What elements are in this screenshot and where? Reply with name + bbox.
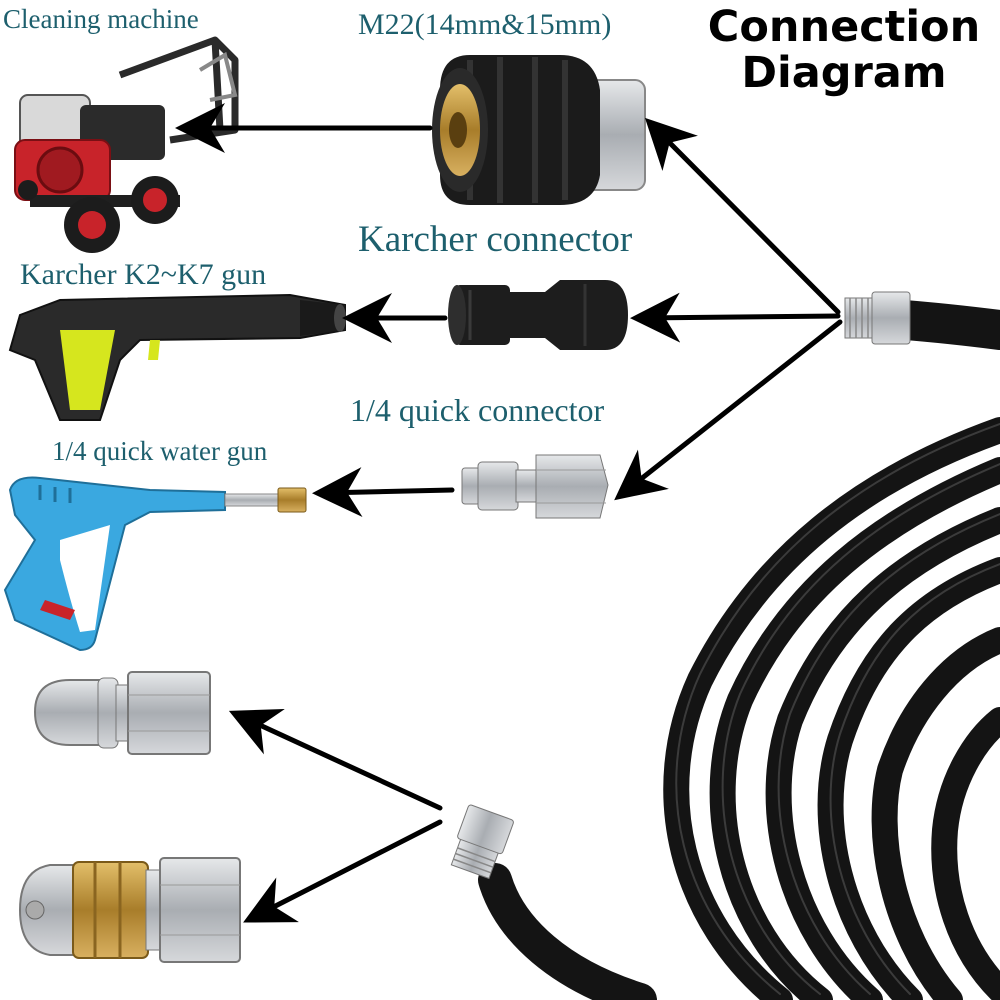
nozzle-rotating-image [33,671,211,755]
arrow-hose-to-karcher-connector [630,292,841,343]
arrow-hose-to-quick-connector [614,319,843,501]
hose-fitting-upper [844,291,911,345]
cleaning-machine-image [14,36,239,253]
label-quick-water-gun: 1/4 quick water gun [52,436,268,466]
quick-connector-image [461,454,609,519]
label-karcher-gun: Karcher K2~K7 gun [20,258,267,291]
karcher-connector-image [448,280,628,350]
label-karcher-connector: Karcher connector [358,219,633,260]
arrow-to-quick-water-gun [312,467,455,518]
title-line-2: Diagram [741,48,947,98]
karcher-gun-image [8,293,346,421]
label-cleaning-machine: Cleaning machine [3,4,199,34]
hose-fitting-lower [450,804,514,880]
diagram-title: Connection Diagram [694,4,994,96]
arrow-hose-to-nozzle-lower [243,819,443,923]
nozzle-brass-image [18,857,241,963]
quick-water-gun-image [3,476,307,652]
title-line-1: Connection [707,2,981,52]
arrow-hose-to-m22 [644,117,841,315]
label-quick-connector: 1/4 quick connector [350,392,605,428]
arrow-hose-to-nozzle-upper [228,709,443,811]
label-m22: M22(14mm&15mm) [358,8,612,41]
hose-coil [478,300,1000,1000]
m22-connector-image [432,55,646,205]
